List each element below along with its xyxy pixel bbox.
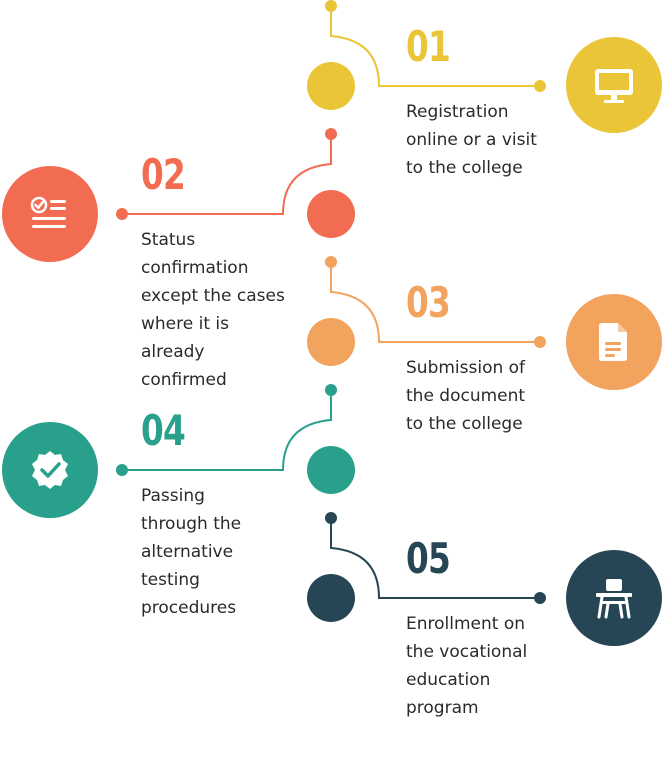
step-2-node: [307, 190, 355, 238]
step-5-node: [307, 574, 355, 622]
step-5-connector: [307, 512, 546, 622]
step-2-description: Status confirmation except the cases whe…: [141, 230, 285, 390]
step-3-number: 03: [406, 278, 451, 327]
step-3-connector-line: [330, 262, 540, 343]
step-2-number: 02: [141, 150, 186, 199]
step-1-number: 01: [406, 22, 451, 71]
step-3-icon-circle: [566, 294, 662, 390]
step-4-icon-circle: [2, 422, 98, 518]
step-1-connector-line: [330, 6, 540, 87]
verified-badge-icon: [32, 451, 68, 489]
step-2-end-dot: [116, 208, 128, 220]
step-1-description: Registration online or a visit to the co…: [406, 102, 537, 178]
step-3-end-dot: [534, 336, 546, 348]
step-4-description: Passing through the alternative testing …: [141, 486, 242, 618]
step-4-node: [307, 446, 355, 494]
step-3-node: [307, 318, 355, 366]
monitor-icon: [595, 69, 633, 103]
checklist-icon: [30, 196, 66, 228]
step-5-icon-circle: [566, 550, 662, 646]
step-4-connector-line: [122, 390, 332, 471]
document-icon: [599, 323, 627, 361]
school-desk-icon: [596, 579, 632, 619]
step-1-connector: [307, 0, 546, 110]
step-1-icon-circle: [566, 37, 662, 133]
step-5-description: Enrollment on the vocational education p…: [406, 614, 528, 718]
step-3-connector: [307, 256, 546, 366]
step-4-end-dot: [116, 464, 128, 476]
step-4-connector: [116, 384, 355, 494]
step-1-node: [307, 62, 355, 110]
step-1-end-dot: [534, 80, 546, 92]
step-5-end-dot: [534, 592, 546, 604]
step-3-description: Submission of the document to the colleg…: [406, 358, 526, 434]
step-2-connector: [116, 128, 355, 238]
step-5-connector-line: [330, 518, 540, 599]
step-2-icon-circle: [2, 166, 98, 262]
step-2-connector-line: [122, 134, 332, 215]
step-4-number: 04: [141, 406, 186, 455]
step-5-number: 05: [406, 534, 451, 583]
